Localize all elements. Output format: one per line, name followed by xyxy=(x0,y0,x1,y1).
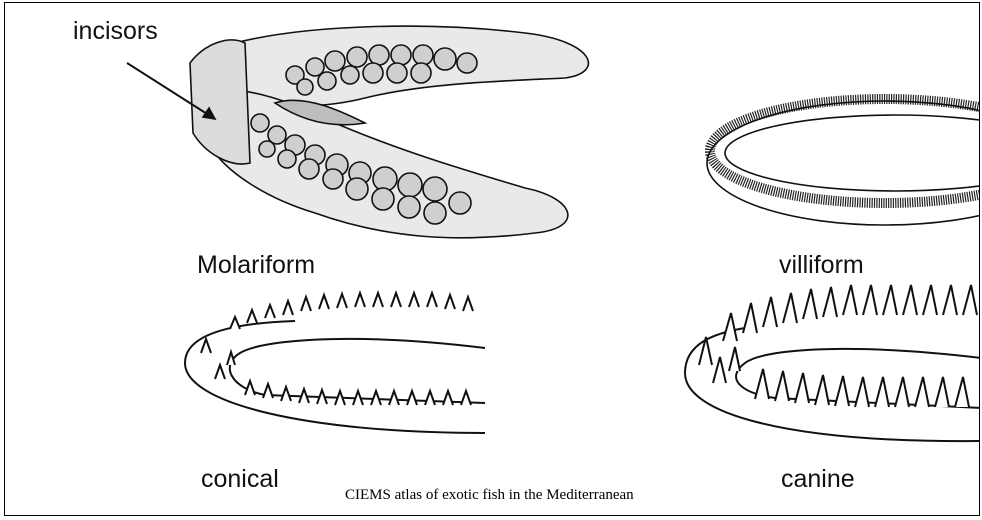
canine-label: canine xyxy=(781,465,855,494)
conical-upper-teeth xyxy=(201,293,473,379)
villiform-label: villiform xyxy=(779,251,864,280)
canine-outer-jaw xyxy=(685,328,980,441)
incisors-label: incisors xyxy=(73,17,158,46)
molariform-jaw-drawing xyxy=(127,26,588,238)
canine-upper-teeth xyxy=(699,285,977,383)
molariform-lower-jaw xyxy=(205,90,568,238)
source-credit: CIEMS atlas of exotic fish in the Medite… xyxy=(345,487,634,504)
villiform-jaw-drawing xyxy=(707,99,980,225)
figure-frame: incisors Molariform villiform conical ca… xyxy=(4,2,980,516)
canine-lower-teeth xyxy=(755,369,969,407)
conical-jaw-drawing xyxy=(185,293,485,433)
villiform-band xyxy=(710,99,980,203)
canine-jaw-drawing xyxy=(685,285,980,441)
molariform-front-incisor-block xyxy=(190,40,250,164)
villiform-inner-edge xyxy=(725,115,980,191)
conical-label: conical xyxy=(201,465,279,494)
conical-outer-jaw xyxy=(185,321,485,433)
molariform-label: Molariform xyxy=(197,251,315,280)
molariform-upper-jaw xyxy=(235,26,588,106)
